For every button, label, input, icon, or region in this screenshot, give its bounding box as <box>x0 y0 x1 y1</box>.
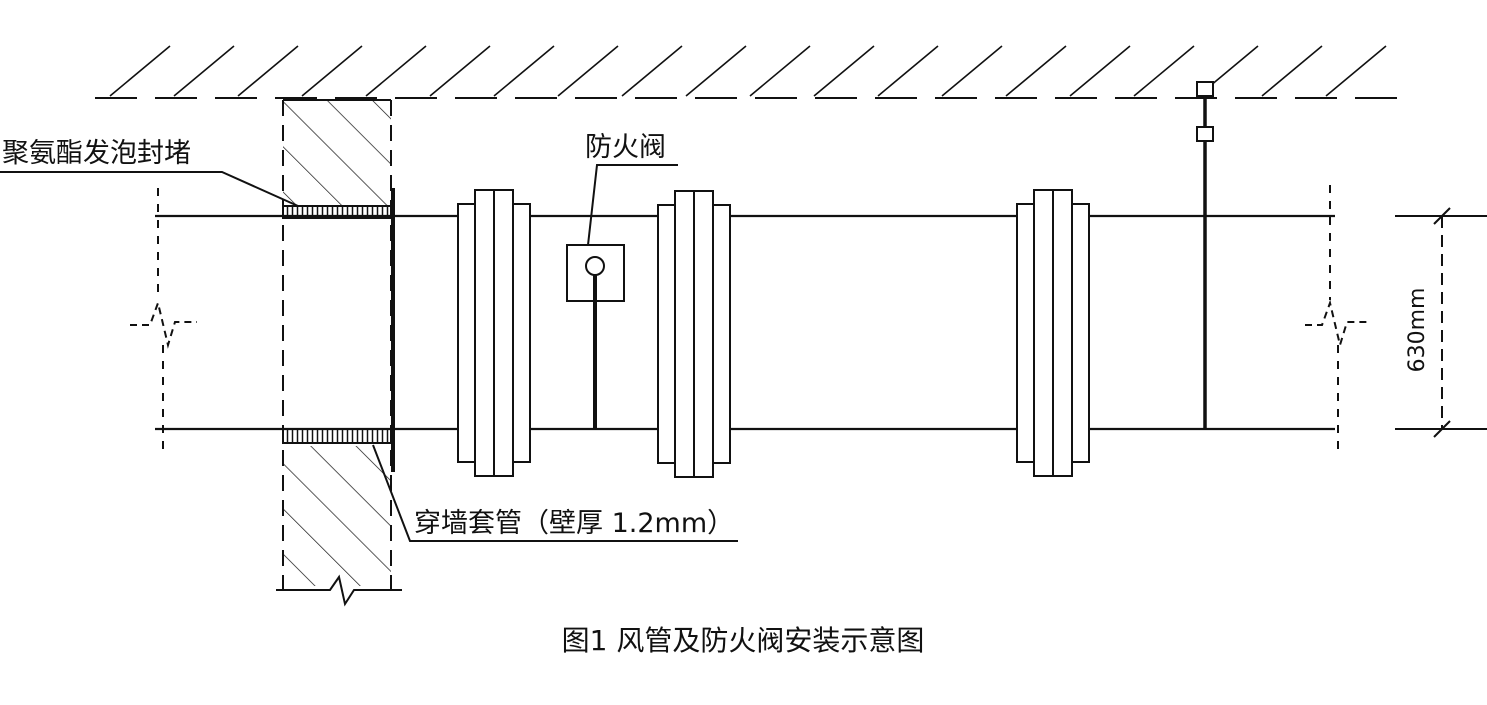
height-dimension: 630mm <box>1395 207 1487 438</box>
ceiling-hatch-stroke <box>877 45 939 97</box>
dimension-label: 630mm <box>1405 288 1430 373</box>
ceiling-hatch-stroke <box>237 45 299 97</box>
fire-damper-circle-icon <box>585 256 605 276</box>
duct-flange-2 <box>657 190 731 478</box>
fire-damper <box>566 244 625 429</box>
ceiling-hatching <box>109 45 1387 97</box>
wall-hatch-lower <box>283 446 391 586</box>
duct-flange-1 <box>457 189 531 477</box>
ceiling-hatch-stroke <box>621 45 683 97</box>
ceiling-hatch-stroke <box>1261 45 1323 97</box>
leader-sealant <box>0 171 299 207</box>
ceiling-hatch-stroke <box>941 45 1003 97</box>
ceiling-hatch-stroke <box>685 45 747 97</box>
ceiling-hatch-stroke <box>429 45 491 97</box>
label-wall-sleeve: 穿墙套管（壁厚 1.2mm） <box>414 508 734 539</box>
ceiling-hatch-stroke <box>557 45 619 97</box>
hanger-clamp-bottom <box>1196 126 1214 142</box>
leader-wall-sleeve <box>372 444 738 542</box>
label-fire-damper: 防火阀 <box>585 132 666 163</box>
ceiling-hatch-stroke <box>109 45 171 97</box>
wall-break-symbol <box>276 574 402 607</box>
label-sealant: 聚氨酯发泡封堵 <box>2 138 191 169</box>
label-fire-damper-group: 防火阀 <box>585 132 678 246</box>
foam-seal-top <box>282 205 392 219</box>
ceiling-hatch-stroke <box>749 45 811 97</box>
wall-section <box>276 99 402 607</box>
ceiling-hatch-stroke <box>365 45 427 97</box>
duct-flange-3 <box>1016 189 1090 477</box>
label-wall-sleeve-group: 穿墙套管（壁厚 1.2mm） <box>372 444 738 542</box>
figure-caption: 图1 风管及防火阀安装示意图 <box>562 624 925 657</box>
dimension-tick-bottom <box>1433 420 1451 438</box>
air-duct <box>130 185 1368 455</box>
duct-hanger <box>1196 81 1214 429</box>
ceiling-hatch-stroke <box>301 45 363 97</box>
duct-break-symbol-left <box>130 299 197 349</box>
ceiling <box>95 45 1415 99</box>
wall-hatch-upper <box>283 100 391 206</box>
hanger-clamp-top <box>1196 81 1214 97</box>
foam-seal-bottom <box>282 428 392 444</box>
wall-sleeve <box>282 188 395 472</box>
ceiling-hatch-stroke <box>493 45 555 97</box>
ceiling-hatch-stroke <box>1005 45 1067 97</box>
dimension-tick-top <box>1433 207 1451 225</box>
duct-break-symbol-right <box>1305 299 1368 349</box>
ceiling-hatch-stroke <box>1069 45 1131 97</box>
ceiling-hatch-stroke <box>1133 45 1195 97</box>
label-sealant-group: 聚氨酯发泡封堵 <box>0 138 299 207</box>
ceiling-hatch-stroke <box>1325 45 1387 97</box>
ceiling-hatch-stroke <box>813 45 875 97</box>
leader-fire-damper <box>587 164 678 246</box>
ceiling-hatch-stroke <box>173 45 235 97</box>
